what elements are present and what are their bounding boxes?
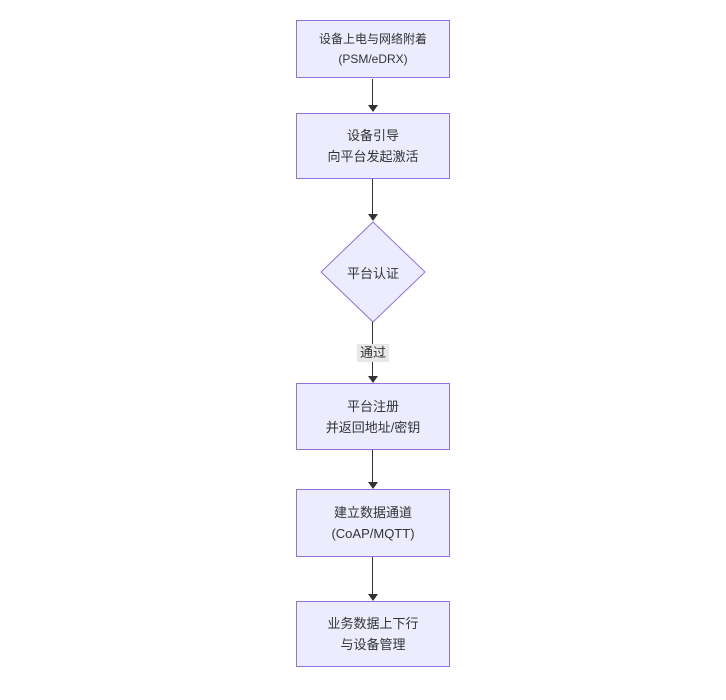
arrow-line bbox=[372, 450, 373, 482]
arrow-line bbox=[372, 179, 373, 214]
arrow-head-icon bbox=[368, 376, 378, 383]
node-text-line: 业务数据上下行 bbox=[327, 616, 419, 631]
arrow-line bbox=[372, 79, 373, 105]
diamond-shape bbox=[320, 221, 426, 323]
node-text-line: 与设备管理 bbox=[340, 637, 406, 652]
node-text-line: 平台注册 bbox=[346, 398, 399, 414]
flow-node-power-attach: 设备上电与网络附着 (PSM/eDRX) bbox=[296, 20, 450, 78]
flow-node-bootstrap: 设备引导 向平台发起激活 bbox=[296, 113, 450, 179]
node-text-line: 设备上电与网络附着 bbox=[318, 32, 427, 46]
arrow-line bbox=[372, 557, 373, 594]
arrow-head-icon bbox=[368, 105, 378, 112]
flow-node-platform-auth-shape bbox=[320, 221, 426, 323]
flow-node-business: 业务数据上下行 与设备管理 bbox=[296, 601, 450, 667]
node-text-line: 向平台发起激活 bbox=[327, 149, 419, 164]
node-text-line: 设备引导 bbox=[346, 128, 399, 143]
edge-label-pass: 通过 bbox=[356, 344, 390, 362]
arrow-head-icon bbox=[368, 214, 378, 221]
flow-node-platform-auth: 平台认证 bbox=[346, 265, 399, 281]
arrow-head-icon bbox=[368, 482, 378, 489]
node-text-line: (CoAP/MQTT) bbox=[331, 526, 415, 541]
arrow-head-icon bbox=[368, 594, 378, 601]
node-text-line: 建立数据通道 bbox=[333, 505, 412, 520]
flow-node-register: 平台注册 并返回地址/密钥 bbox=[296, 383, 450, 450]
node-text-line: 并返回地址/密钥 bbox=[325, 419, 421, 435]
flow-node-data-channel: 建立数据通道 (CoAP/MQTT) bbox=[296, 489, 450, 557]
node-text-line: (PSM/eDRX) bbox=[338, 52, 408, 66]
